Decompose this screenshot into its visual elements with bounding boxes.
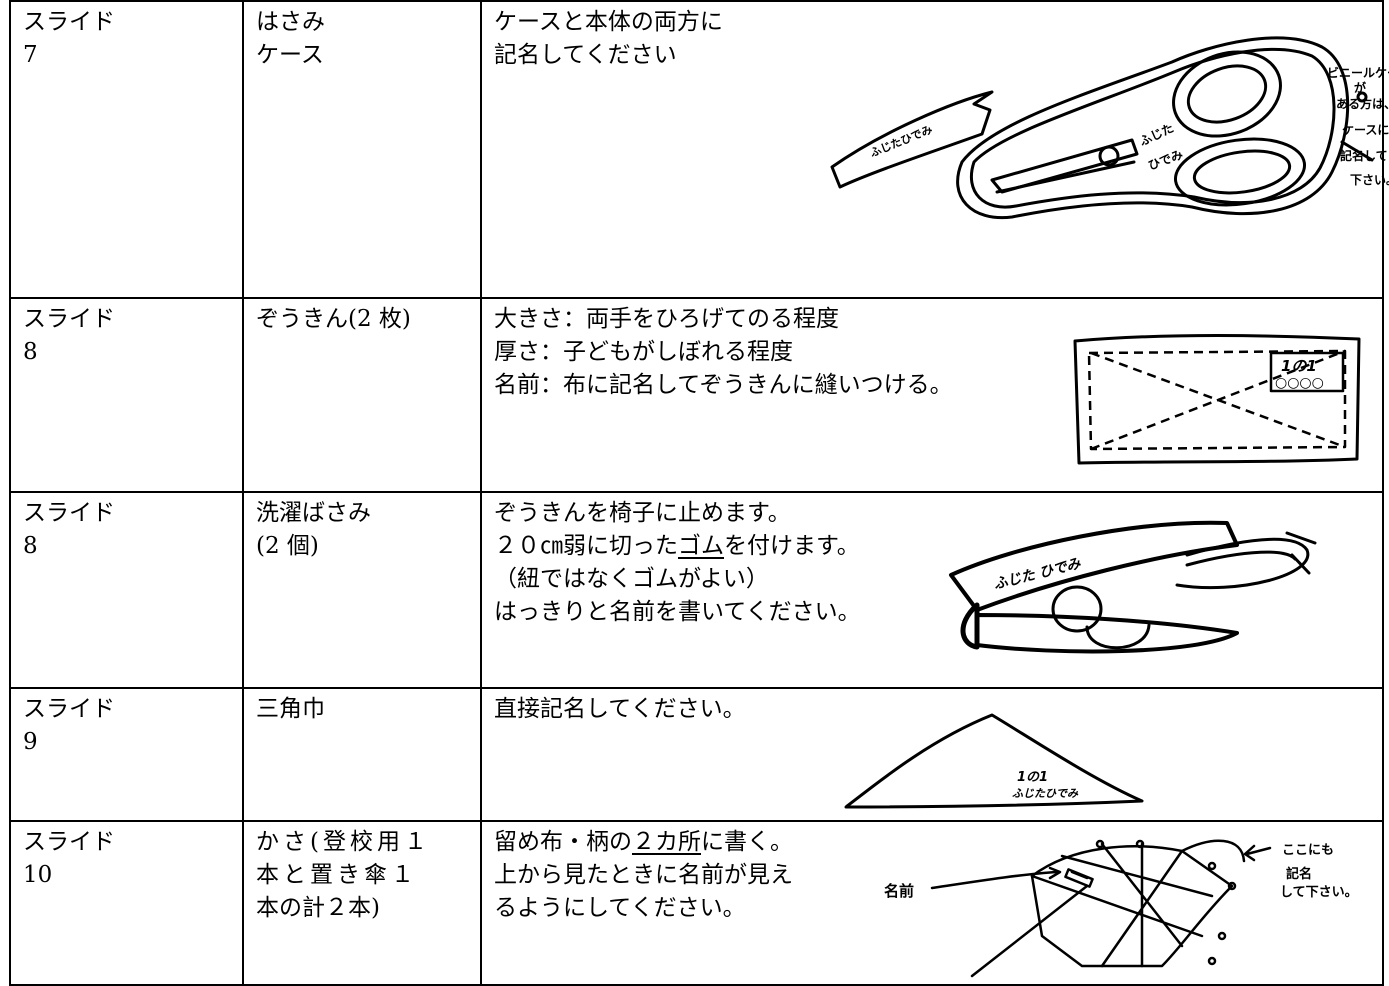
note-line: 大きさ：両手をひろげてのる程度 — [494, 306, 839, 332]
note-line: ２０㎝弱に切ったゴムを付けます。 — [494, 530, 1370, 563]
cloth-name-label: ○○○○ — [1275, 375, 1324, 391]
scarf-name-label: ふじたひでみ — [1012, 787, 1079, 800]
slide-number: 7 — [23, 42, 38, 68]
callout-line: 記名 — [1286, 866, 1312, 882]
notes-cell: 留め布・柄の２カ所に書く。 上から見たときに名前が見え るようにしてください。 — [480, 820, 1384, 986]
note-line: 厚さ：子どもがしぼれる程度 — [494, 339, 793, 365]
slide-label: スライド — [23, 9, 115, 35]
note-underlined: ２カ所 — [632, 829, 701, 855]
note-text: 留め布・柄の — [494, 829, 632, 855]
callout-line: 下さい。 — [1350, 173, 1389, 187]
slide-number: 8 — [23, 339, 38, 365]
case-callout-note: ビニールケース が ある方は、 ケースにも 記名して 下さい。 — [1327, 65, 1389, 187]
table-row-dustcloth: スライド 8 ぞうきん(2 枚) 大きさ：両手をひろげてのる程度 厚さ：子どもが… — [9, 297, 1384, 493]
table-row-scissors: スライド 7 はさみ ケース ケースと本体の両方に 記名してください — [9, 0, 1389, 299]
table-row-umbrella: スライド 10 かさ(登校用１ 本と置き傘１ 本の計２本) 留め布・柄の２カ所に… — [9, 820, 1384, 986]
cloth-class-label: 1の1 — [1281, 357, 1317, 375]
note-text: に書く。 — [701, 829, 793, 855]
note-line: 記名してください — [494, 42, 677, 68]
item-name: ケース — [256, 42, 324, 68]
callout-line: ここにも — [1282, 843, 1334, 858]
item-name: 洗濯ばさみ — [256, 500, 371, 526]
umbrella-callout-note: ここにも 記名 して下さい。 — [1280, 843, 1358, 900]
item-cell: 三角巾 — [242, 687, 482, 822]
slide-number: 10 — [23, 862, 53, 888]
slide-cell: スライド 8 — [9, 491, 244, 689]
note-line: 留め布・柄の２カ所に書く。 — [494, 826, 1370, 859]
slide-cell: スライド 8 — [9, 297, 244, 493]
note-line: 名前：布に記名してぞうきんに縫いつける。 — [494, 372, 953, 398]
table-row-scarf: スライド 9 三角巾 直接記名してください。 1の1 ふじたひでみ — [9, 687, 1384, 822]
note-text: ２０㎝弱に切った — [494, 533, 678, 559]
items-table: スライド 7 はさみ ケース ケースと本体の両方に 記名してください — [9, 0, 1389, 986]
slide-label: スライド — [23, 696, 115, 722]
slide-cell: スライド 10 — [9, 820, 244, 986]
slide-number: 8 — [23, 533, 38, 559]
callout-line: が — [1354, 80, 1366, 95]
slide-label: スライド — [23, 500, 115, 526]
note-line: ぞうきんを椅子に止めます。 — [494, 500, 791, 526]
notes-cell: 大きさ：両手をひろげてのる程度 厚さ：子どもがしぼれる程度 名前：布に記名してぞ… — [480, 297, 1384, 493]
callout-line: ある方は、 — [1336, 96, 1389, 111]
notes-cell: 直接記名してください。 1の1 ふじたひでみ — [480, 687, 1384, 822]
item-name: 三角巾 — [256, 696, 325, 722]
note-line: 上から見たときに名前が見え — [494, 862, 793, 888]
note-line: 直接記名してください。 — [494, 696, 746, 722]
clothespin-with-elastic-icon: ふじた ひでみ — [949, 520, 1317, 654]
triangle-scarf-icon: 1の1 ふじたひでみ — [844, 713, 1144, 809]
slide-cell: スライド 7 — [9, 0, 244, 299]
note-underlined: ゴム — [678, 533, 724, 559]
scissors-in-case-icon: ふじたひでみ ふじた ひでみ ビニールケース が ある方は、 ケースにも 記名し… — [830, 36, 1389, 220]
callout-line: して下さい。 — [1280, 885, 1358, 900]
item-cell: かさ(登校用１ 本と置き傘１ 本の計２本) — [242, 820, 482, 986]
slide-label: スライド — [23, 829, 115, 855]
item-name: 本の計２本) — [256, 895, 380, 921]
callout-line: ケースにも — [1342, 123, 1389, 137]
umbrella-icon: 名前 ここにも 記名 して下さい。 — [884, 839, 1358, 978]
slide-number: 9 — [23, 729, 38, 755]
scarf-class-label: 1の1 — [1017, 770, 1048, 785]
item-name: ぞうきん(2 枚) — [256, 306, 411, 332]
item-name: かさ(登校用１ — [256, 829, 431, 855]
callout-line: ビニールケース — [1327, 65, 1389, 80]
slide-cell: スライド 9 — [9, 687, 244, 822]
notes-cell: ぞうきんを椅子に止めます。 ２０㎝弱に切ったゴムを付けます。 （紐ではなくゴムが… — [480, 491, 1384, 689]
slide-label: スライド — [23, 306, 115, 332]
item-cell: 洗濯ばさみ (2 個) — [242, 491, 482, 689]
note-text: を付けます。 — [724, 533, 860, 559]
note-line: ケースと本体の両方に — [494, 9, 723, 35]
blade-name-label: ふじた — [1137, 121, 1176, 149]
callout-line: 記名して — [1340, 148, 1388, 163]
item-name: (2 個) — [256, 533, 319, 559]
item-cell: はさみ ケース — [242, 0, 482, 299]
notes-cell: ケースと本体の両方に 記名してください — [480, 0, 1389, 299]
note-line: るようにしてください。 — [494, 895, 746, 921]
umbrella-name-pointer-label: 名前 — [884, 882, 914, 900]
item-name: 本と置き傘１ — [256, 862, 418, 888]
item-cell: ぞうきん(2 枚) — [242, 297, 482, 493]
item-name: はさみ — [256, 9, 325, 35]
note-line: （紐ではなくゴムがよい） — [494, 566, 769, 592]
note-line: はっきりと名前を書いてください。 — [494, 599, 861, 625]
dust-cloth-icon: 1の1 ○○○○ — [1073, 334, 1361, 465]
table-row-clothespin: スライド 8 洗濯ばさみ (2 個) ぞうきんを椅子に止めます。 ２０㎝弱に切っ… — [9, 491, 1384, 689]
